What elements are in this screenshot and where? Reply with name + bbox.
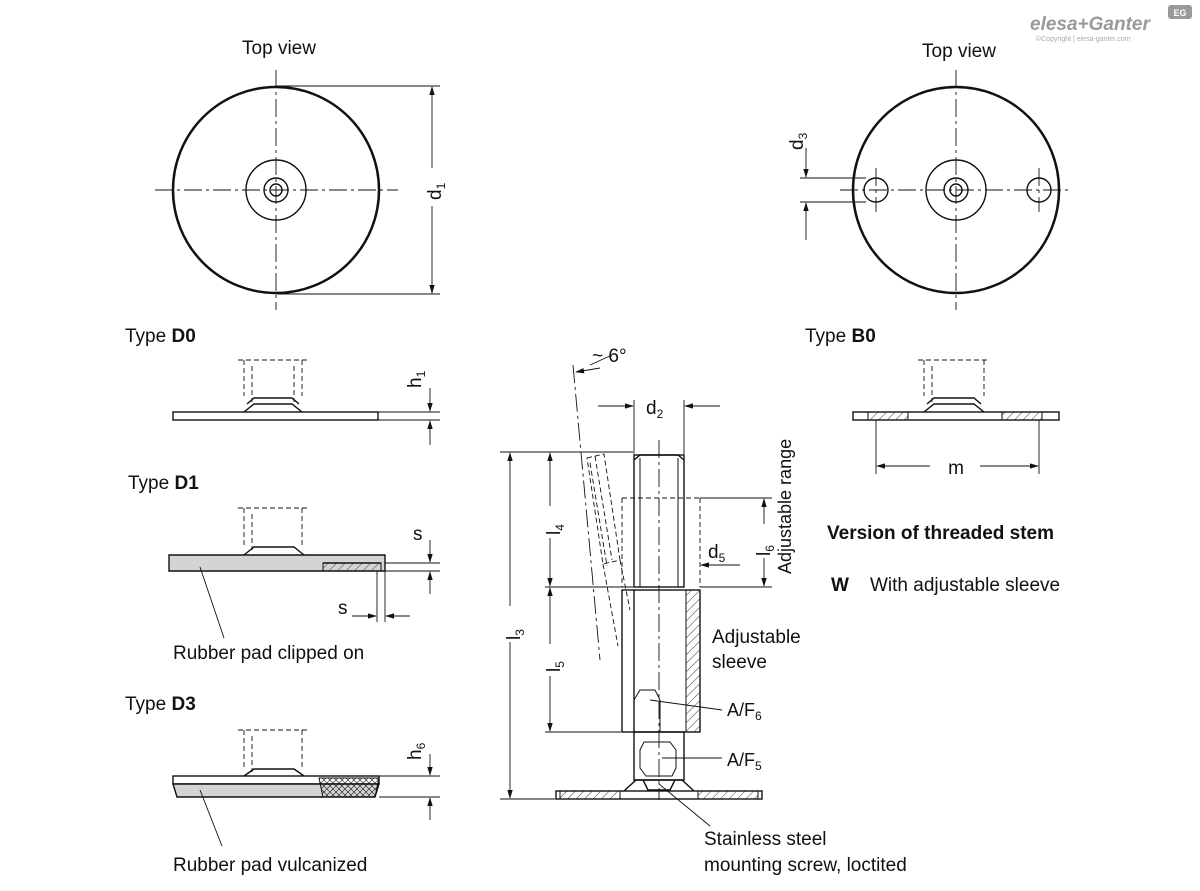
d3-label: d3 (787, 132, 810, 150)
boss-hidden-outline (238, 359, 308, 402)
type-b0-label: Type B0 (805, 326, 876, 347)
version-title: Version of threaded stem (827, 523, 1054, 544)
s-lower-label: s (338, 598, 348, 619)
top-view-left-title: Top view (242, 38, 316, 59)
d1-label: d1 (425, 182, 448, 200)
d5-label: d5 (708, 542, 726, 565)
d2-label: d2 (646, 398, 664, 421)
adjustable-sleeve-label-1: Adjustable (712, 627, 801, 648)
base-plate-b0 (852, 411, 1060, 421)
brand-logo: elesa+Ganter EG ©Copyright | elesa-gante… (1030, 5, 1192, 43)
type-d1-section: Type D1 s s Rubber pad clipped on (128, 473, 440, 664)
af6-label: A/F6 (727, 700, 762, 723)
brand-name: elesa+Ganter (1030, 14, 1151, 35)
l5-label: l5 (544, 661, 567, 672)
version-legend: Version of threaded stem W With adjustab… (827, 523, 1060, 596)
type-d0-section: Type D0 h1 (125, 326, 440, 445)
m-label: m (948, 458, 964, 479)
version-desc: With adjustable sleeve (870, 575, 1060, 596)
type-d3-section: Type D3 h6 Rubber pad vulcanized (125, 694, 440, 876)
h1-label: h1 (405, 370, 428, 388)
stem-base-plate (555, 790, 763, 800)
l6-label: l6 (754, 545, 777, 556)
top-view-right: Top view d3 (787, 41, 1072, 310)
screw-label-2: mounting screw, loctited (704, 855, 907, 876)
type-d3-label: Type D3 (125, 694, 196, 715)
top-view-left: Top view d1 (155, 38, 448, 310)
adjustable-sleeve-label-2: sleeve (712, 652, 767, 673)
l4-label: l4 (544, 524, 567, 535)
type-d1-label: Type D1 (128, 473, 199, 494)
h6-label: h6 (405, 742, 428, 760)
adjustable-range-label: Adjustable range (775, 439, 795, 574)
brand-copyright: ©Copyright | elesa-ganter.com (1036, 35, 1131, 43)
angle-label: ~ 6° (592, 346, 627, 367)
type-b0-section: Type B0 m (805, 326, 1060, 479)
s-upper-label: s (413, 524, 423, 545)
screw-label-1: Stainless steel (704, 829, 827, 850)
rubber-pad-clipped-caption: Rubber pad clipped on (173, 643, 364, 664)
af5-label: A/F5 (727, 750, 762, 773)
type-d0-label: Type D0 (125, 326, 196, 347)
base-plate (172, 411, 379, 421)
version-code: W (831, 575, 849, 596)
l3-label: l3 (504, 629, 527, 640)
rubber-pad-vulcanized-caption: Rubber pad vulcanized (173, 855, 367, 876)
top-view-right-title: Top view (922, 41, 996, 62)
brand-badge: EG (1173, 8, 1186, 18)
threaded-stem-section: ~ 6° d2 d5 (500, 346, 907, 876)
